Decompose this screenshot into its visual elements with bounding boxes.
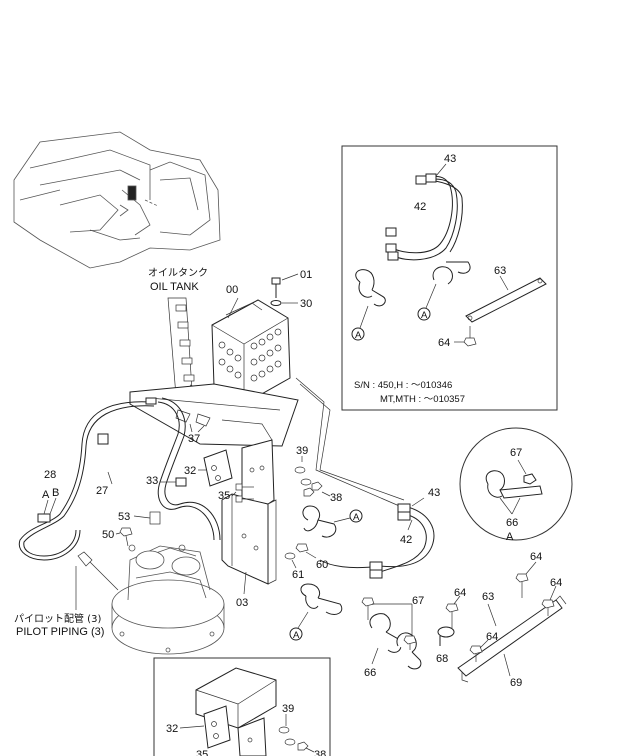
detail-clamp-A-right bbox=[417, 261, 471, 321]
bolt-50 bbox=[115, 527, 133, 547]
part-27-label: 27 bbox=[96, 485, 108, 497]
hose-33-line bbox=[157, 397, 221, 541]
detail-A-title: A bbox=[506, 531, 514, 543]
washer-61 bbox=[284, 552, 297, 569]
part-01-label: 01 bbox=[300, 269, 312, 281]
part-42-label-detail: 42 bbox=[414, 201, 426, 213]
ref-B-label: B bbox=[52, 487, 59, 499]
clip-53 bbox=[133, 511, 161, 525]
ref-A-circle-3: A bbox=[355, 330, 362, 341]
ref-A-circle-1: A bbox=[353, 512, 360, 523]
sn-line-1: S/N : 450,H : ～010346 bbox=[354, 380, 452, 391]
bottom-variant-box bbox=[153, 657, 331, 756]
part-35-label: 35 bbox=[218, 490, 230, 502]
part-64-label-a: 64 bbox=[530, 551, 542, 563]
oil-tank-en-label: OIL TANK bbox=[150, 281, 199, 293]
sn-line-2: MT,MTH : ～010357 bbox=[380, 394, 465, 405]
control-valve bbox=[211, 299, 291, 405]
part-66-label-detailA: 66 bbox=[506, 517, 518, 529]
part-37-label: 37 bbox=[188, 433, 200, 445]
machine-outline bbox=[13, 131, 221, 269]
part-33-label: 33 bbox=[146, 475, 158, 487]
pilot-piping-en-label: PILOT PIPING (3) bbox=[16, 626, 104, 638]
nuts-38 bbox=[303, 481, 331, 497]
part-38-label: 38 bbox=[330, 492, 342, 504]
part-28-label: 28 bbox=[44, 469, 56, 481]
part-64-label-d: 64 bbox=[486, 631, 498, 643]
bolts-35 bbox=[235, 483, 254, 503]
part-50-label: 50 bbox=[102, 529, 114, 541]
ref-A-circle-2: A bbox=[293, 630, 300, 641]
box-nuts-38 bbox=[297, 741, 315, 753]
part-64-label-c: 64 bbox=[454, 587, 466, 599]
part-63-label-lower: 63 bbox=[482, 591, 494, 603]
bolt-01 bbox=[271, 273, 299, 298]
ref-A-circle-4: A bbox=[421, 310, 428, 321]
mounting-plate bbox=[129, 377, 405, 509]
bolt-60 bbox=[295, 543, 317, 559]
part-69-label: 69 bbox=[510, 677, 522, 689]
hose-27 bbox=[18, 397, 157, 561]
part-32-label: 32 bbox=[184, 465, 196, 477]
bottom-box-plate bbox=[195, 667, 277, 756]
clamp-A-1 bbox=[302, 505, 363, 538]
bar-assembly-63 bbox=[457, 595, 567, 683]
part-43-label-main: 43 bbox=[428, 487, 440, 499]
bolts-64-lower bbox=[445, 561, 557, 662]
clamp-A-2 bbox=[289, 583, 343, 641]
part-43-label-detail: 43 bbox=[444, 153, 456, 165]
washers-39 bbox=[294, 456, 312, 486]
part-38-label-box: 38 bbox=[314, 749, 326, 756]
ref-A-label: A bbox=[42, 489, 50, 501]
part-03-label: 03 bbox=[236, 597, 248, 609]
part-30-label: 30 bbox=[300, 298, 312, 310]
swing-motor bbox=[111, 544, 225, 655]
part-53-label: 53 bbox=[118, 511, 130, 523]
detail-hoses-42-43 bbox=[385, 173, 463, 261]
part-39-label: 39 bbox=[296, 445, 308, 457]
detail-A-clamp bbox=[485, 470, 543, 499]
variant-detail-box bbox=[341, 145, 558, 411]
part-67-label-detailA: 67 bbox=[510, 447, 522, 459]
detail-clamp-A-left bbox=[351, 269, 386, 341]
hoses-42-43 bbox=[319, 503, 435, 579]
part-66-label-lower: 66 bbox=[364, 667, 376, 679]
part-42-label-main: 42 bbox=[400, 534, 412, 546]
detail-bar-63 bbox=[465, 277, 547, 323]
oil-tank-fittings bbox=[167, 297, 216, 397]
detail-A-circle bbox=[459, 427, 573, 541]
fitting-33 bbox=[175, 477, 187, 487]
part-64-label-detail: 64 bbox=[438, 337, 450, 349]
oil-tank-jp-label: オイルタンク bbox=[148, 267, 208, 279]
washer-30 bbox=[270, 300, 282, 306]
part-00-label: 00 bbox=[226, 284, 238, 296]
box-washers-39 bbox=[278, 714, 296, 746]
part-60-label: 60 bbox=[316, 559, 328, 571]
part-68-label: 68 bbox=[436, 653, 448, 665]
part-67-label-lower: 67 bbox=[412, 595, 424, 607]
bolts-67 bbox=[361, 597, 417, 650]
clamp-68 bbox=[437, 626, 455, 646]
detail-bolt-64 bbox=[463, 326, 477, 347]
pilot-piping-jp-label: パイロット配管 (3) bbox=[14, 612, 101, 625]
block-32 bbox=[203, 449, 233, 487]
part-61-label: 61 bbox=[292, 569, 304, 581]
part-32-label-box: 32 bbox=[166, 723, 178, 735]
part-63-label-detail: 63 bbox=[494, 265, 506, 277]
part-64-label-b: 64 bbox=[550, 577, 562, 589]
part-35-label-box: 35 bbox=[196, 749, 208, 756]
bracket-03 bbox=[221, 439, 277, 585]
part-39-label-box: 39 bbox=[282, 703, 294, 715]
